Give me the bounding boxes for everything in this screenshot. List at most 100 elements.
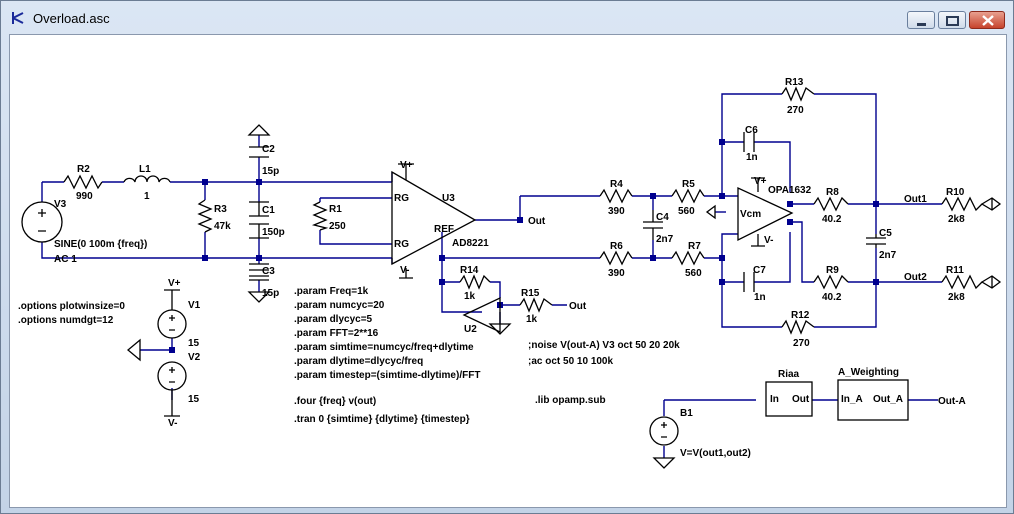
u1-vminus-label: V-: [764, 235, 773, 246]
inductor-l1[interactable]: [123, 175, 171, 183]
v3-label: V3: [54, 199, 67, 210]
directive-param-4[interactable]: .param FFT=2**16: [294, 328, 379, 339]
in-amp-u3[interactable]: [391, 170, 477, 266]
u3-vplus-label: V+: [400, 160, 413, 171]
aw-pin-in: In_A: [841, 394, 863, 405]
r12-value: 270: [793, 338, 810, 349]
resistor-r6[interactable]: [599, 250, 633, 266]
resistor-r12[interactable]: [781, 319, 815, 335]
l1-value: 1: [144, 191, 150, 202]
resistor-r13[interactable]: [781, 86, 815, 102]
resistor-r3[interactable]: [197, 199, 213, 233]
c4-value: 2n7: [656, 234, 674, 245]
capacitor-c5[interactable]: [866, 234, 886, 248]
behavioral-source-b1[interactable]: [649, 416, 679, 446]
resistor-r1[interactable]: [311, 201, 329, 231]
capacitor-c3[interactable]: [249, 263, 269, 281]
capacitor-c7[interactable]: [743, 272, 755, 292]
maximize-button[interactable]: [938, 11, 966, 29]
ground-icon: [652, 457, 676, 469]
ground-icon: [247, 291, 271, 303]
c4-label: C4: [656, 212, 669, 223]
r14-label: R14: [460, 265, 479, 276]
r13-label: R13: [785, 77, 804, 88]
directive-options-2[interactable]: .options numdgt=12: [18, 315, 114, 326]
directive-tran[interactable]: .tran 0 {simtime} {dlytime} {timestep}: [294, 414, 470, 425]
resistor-r14[interactable]: [459, 274, 491, 290]
c3-label: C3: [262, 266, 275, 277]
directive-four[interactable]: .four {freq} v(out): [294, 396, 376, 407]
u1-vplus-label: V+: [754, 176, 767, 187]
r11-value: 2k8: [948, 292, 965, 303]
r15-value: 1k: [526, 314, 538, 325]
window-title: Overload.asc: [33, 11, 110, 26]
r8-value: 40.2: [822, 214, 842, 225]
directive-param-5[interactable]: .param simtime=numcyc/freq+dlytime: [294, 342, 474, 353]
directive-param-1[interactable]: .param Freq=1k: [294, 286, 369, 297]
restore-icon: [946, 16, 959, 26]
c1-value: 150p: [262, 227, 285, 238]
outa-label: Out-A: [938, 396, 966, 407]
riaa-pin-in: In: [770, 394, 779, 405]
directive-param-6[interactable]: .param dlytime=dlycyc/freq: [294, 356, 423, 367]
ground-icon: [126, 338, 141, 362]
riaa-block[interactable]: [765, 381, 813, 417]
u3-label: U3: [442, 193, 455, 204]
directive-noise[interactable]: ;noise V(out-A) V3 oct 50 20 20k: [528, 340, 680, 351]
c7-value: 1n: [754, 292, 766, 303]
close-button[interactable]: [969, 11, 1005, 29]
r5-value: 560: [678, 206, 695, 217]
directive-param-2[interactable]: .param numcyc=20: [294, 300, 385, 311]
v3-value: SINE(0 100m {freq}): [54, 239, 147, 250]
resistor-r15[interactable]: [519, 297, 553, 313]
opamp-u2[interactable]: [462, 296, 501, 334]
capacitor-c1[interactable]: [249, 201, 269, 239]
u2-label: U2: [464, 324, 477, 335]
resistor-r9[interactable]: [813, 274, 849, 290]
riaa-label: Riaa: [778, 369, 800, 380]
capacitor-c4[interactable]: [643, 210, 663, 240]
r7-value: 560: [685, 268, 702, 279]
a-weighting-block[interactable]: [837, 379, 909, 421]
directive-options-1[interactable]: .options plotwinsize=0: [18, 301, 125, 312]
directive-param-3[interactable]: .param dlycyc=5: [294, 314, 373, 325]
voltage-source-v2[interactable]: [157, 361, 187, 391]
r4-value: 390: [608, 206, 625, 217]
b1-label: B1: [680, 408, 693, 419]
r4-label: R4: [610, 179, 623, 190]
voltage-source-v3[interactable]: [21, 201, 63, 243]
capacitor-c6[interactable]: [743, 132, 755, 152]
aw-pin-out: Out_A: [873, 394, 903, 405]
r11-label: R11: [946, 265, 964, 276]
diff-amp-u1[interactable]: [737, 186, 794, 242]
directive-ac[interactable]: ;ac oct 50 10 100k: [528, 356, 613, 367]
u1-pin-vcm: Vcm: [740, 209, 761, 220]
r9-label: R9: [826, 265, 839, 276]
v3-ac: AC 1: [54, 254, 77, 265]
v2-value: 15: [188, 394, 200, 405]
c6-value: 1n: [746, 152, 758, 163]
u1-value: OPA1632: [768, 185, 812, 196]
title-bar[interactable]: Overload.asc: [1, 1, 1013, 35]
resistor-r4[interactable]: [599, 188, 633, 204]
directive-param-7[interactable]: .param timestep=(simtime-dlytime)/FFT: [294, 370, 480, 381]
minimize-button[interactable]: [907, 11, 935, 29]
r1-label: R1: [329, 204, 342, 215]
resistor-r2[interactable]: [63, 174, 103, 190]
capacitor-c2[interactable]: [249, 146, 269, 158]
out1-port-arrow: [980, 197, 1002, 211]
resistor-r11[interactable]: [941, 274, 983, 290]
ground-icon: [488, 323, 512, 335]
r6-label: R6: [610, 241, 623, 252]
r2-label: R2: [77, 164, 90, 175]
directive-lib[interactable]: .lib opamp.sub: [535, 395, 606, 406]
resistor-r8[interactable]: [813, 196, 849, 212]
resistor-r10[interactable]: [941, 196, 983, 212]
resistor-r7[interactable]: [671, 250, 705, 266]
c2-value: 15p: [262, 166, 279, 177]
voltage-source-v1[interactable]: [157, 309, 187, 339]
schematic-canvas[interactable]: R2 990 R3 47k R1 250 R4 390 R5 560 R6 39…: [9, 34, 1007, 508]
u2-out-label: Out: [569, 301, 587, 312]
resistor-r5[interactable]: [671, 188, 705, 204]
